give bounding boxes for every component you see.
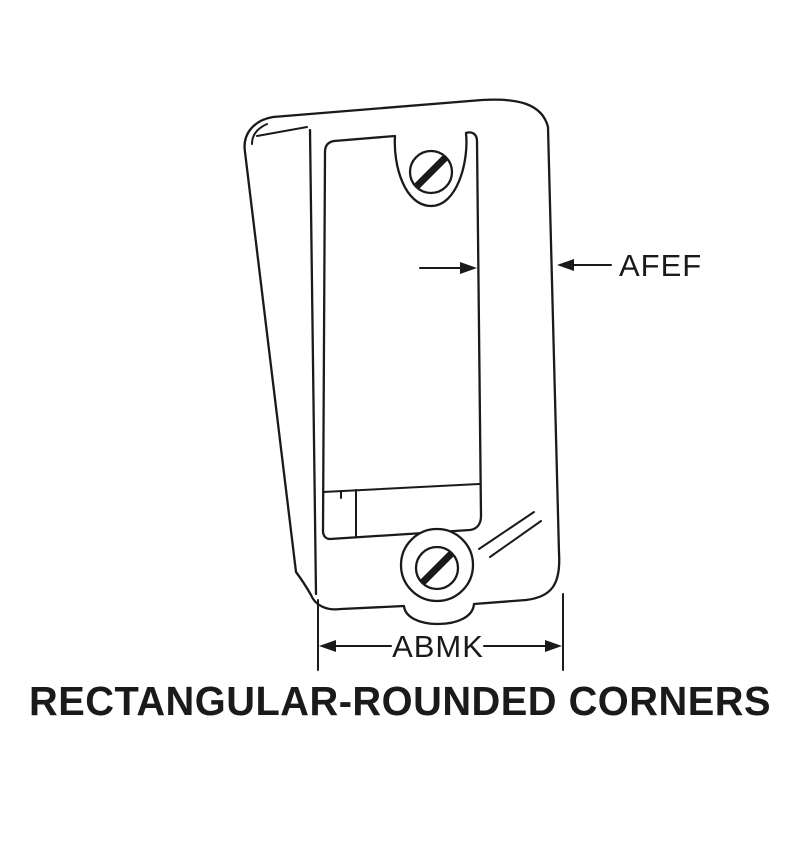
abmk-dimension: ABMK	[317, 593, 564, 671]
box-top-left-rim-line	[256, 126, 308, 137]
abmk-left-arrowhead	[319, 640, 336, 652]
box-top-left-chamfer	[251, 123, 268, 145]
label-afef: AFEF	[619, 248, 702, 283]
bottom-screw	[414, 545, 460, 591]
hatch-line-2	[489, 520, 542, 558]
box-opening	[321, 131, 483, 541]
hatch-marks	[478, 511, 542, 558]
bottom-screw-slot	[419, 550, 455, 586]
afef-inner-arrowhead	[460, 262, 477, 274]
afef-outer-arrowhead	[557, 259, 574, 271]
label-abmk: ABMK	[392, 629, 484, 664]
caption: RECTANGULAR-ROUNDED CORNERS	[29, 678, 771, 724]
box-front-left-edge	[308, 128, 318, 596]
interior-back-bottom-edge	[322, 483, 480, 493]
hatch-line-1	[478, 511, 535, 550]
top-screw	[408, 149, 454, 195]
top-screw-slot	[413, 154, 449, 190]
afef-dimension: AFEF	[419, 248, 702, 283]
abmk-right-arrowhead	[545, 640, 562, 652]
interior-ledge-lines	[322, 483, 480, 538]
